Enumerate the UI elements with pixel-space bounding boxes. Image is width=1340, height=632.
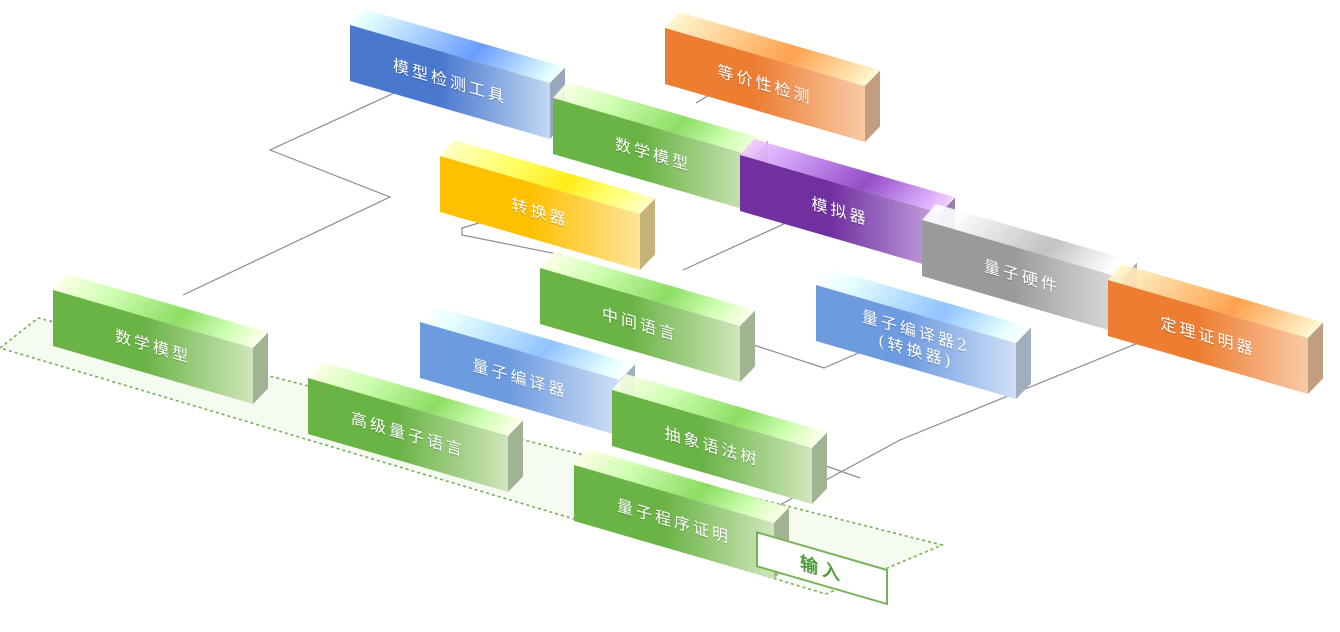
block-theorem-prover[interactable]: 定理证明器 [1108, 264, 1323, 394]
block-high-level-quantum-language[interactable]: 高级量子语言 [308, 362, 523, 492]
block-quantum-program-proof[interactable]: 量子程序证明 [574, 449, 789, 579]
block-model-check-tool[interactable]: 模型检测工具 [350, 9, 565, 139]
block-simulator[interactable]: 模拟器 [740, 139, 955, 269]
block-quantum-hardware[interactable]: 量子硬件 [922, 204, 1137, 334]
block-quantum-compiler[interactable]: 量子编译器 [420, 306, 635, 436]
block-quantum-compiler-2[interactable]: 量子编译器2 (转换器) [816, 269, 1031, 399]
block-equivalence-check[interactable]: 等价性检测 [665, 12, 880, 142]
block-abstract-syntax-tree[interactable]: 抽象语法树 [612, 374, 827, 504]
connector-left-model-to-model-check [182, 80, 420, 296]
block-converter[interactable]: 转换器 [440, 140, 655, 270]
block-intermediate-language[interactable]: 中间语言 [540, 252, 755, 382]
block-math-model-top[interactable]: 数学模型 [553, 82, 768, 212]
block-math-model-left[interactable]: 数学模型 [53, 274, 268, 404]
input-label: 输入 [800, 552, 844, 587]
